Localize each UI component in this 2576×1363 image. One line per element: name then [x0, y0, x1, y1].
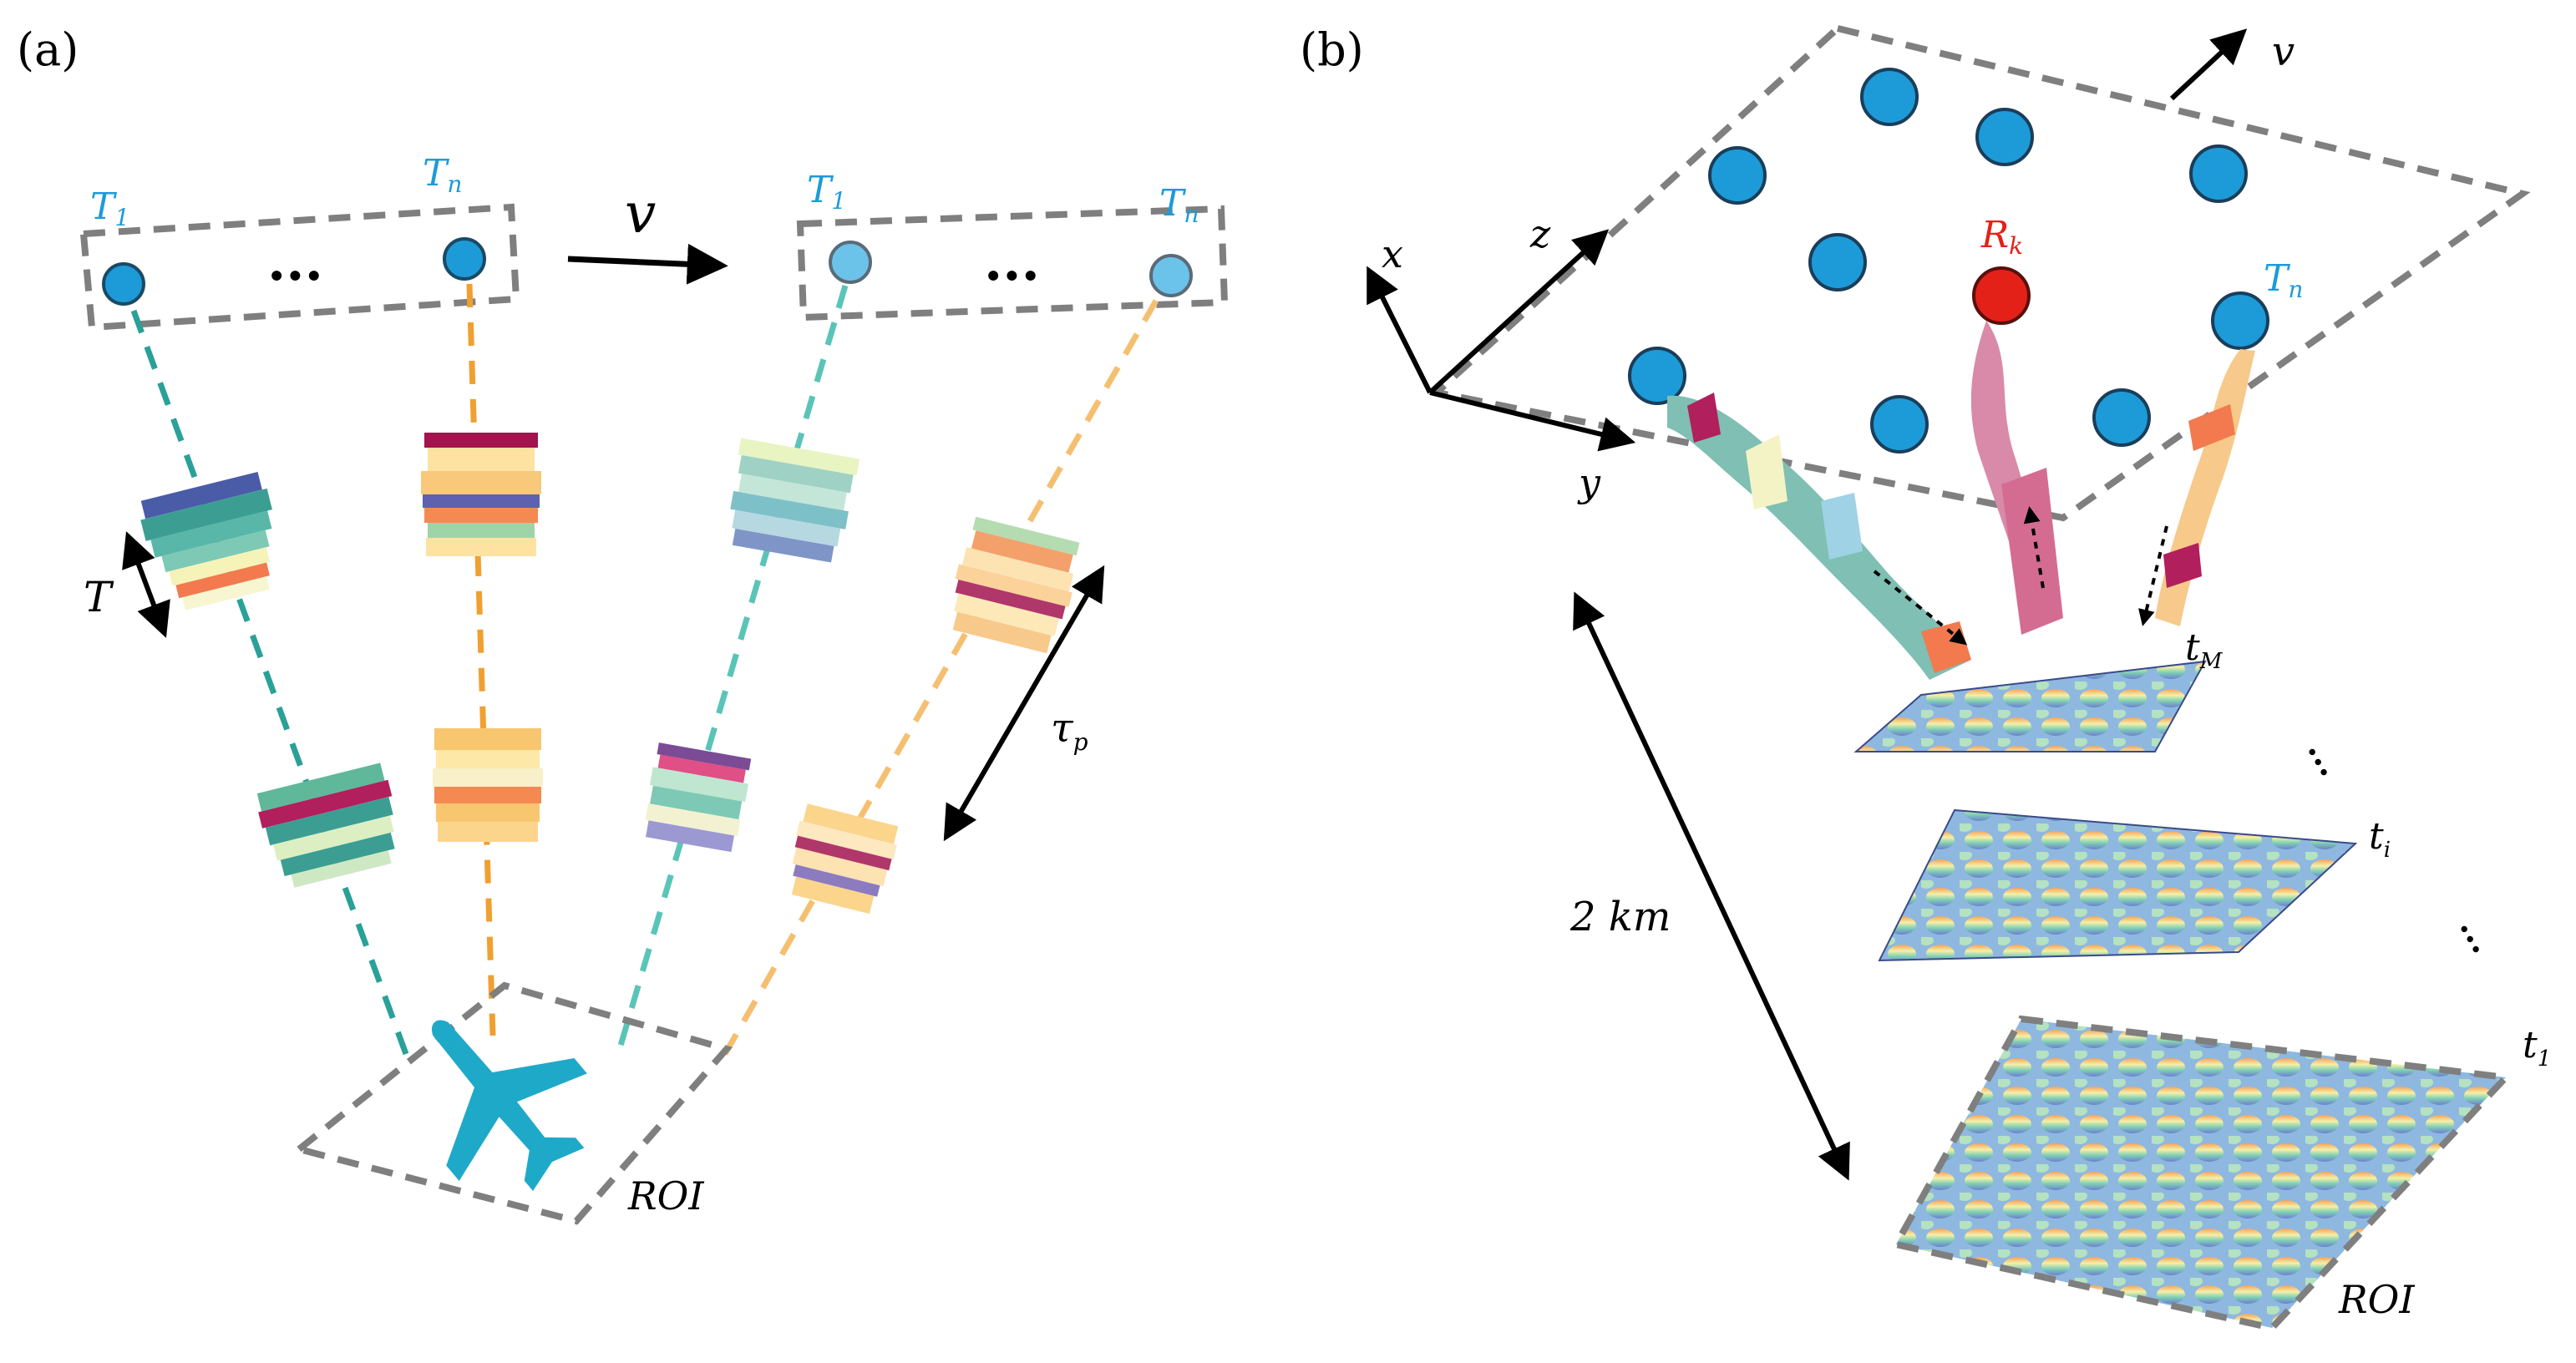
transmitter-group-left: ... T1 Tn — [79, 152, 520, 332]
receiver-rk — [1972, 266, 2031, 325]
aircraft-icon — [432, 1020, 587, 1191]
beam-path-t1-right — [615, 285, 849, 1055]
roi-region-a — [292, 981, 733, 1225]
velocity-label-b: v — [2272, 28, 2295, 75]
array-element — [1808, 233, 1867, 291]
delay-label: τp — [1051, 705, 1088, 756]
axis-z-label: z — [1529, 211, 1551, 256]
roi-label-b: ROI — [2338, 1277, 2415, 1322]
surface-t1 — [1896, 1019, 2506, 1328]
pulse-packet-8 — [791, 803, 899, 915]
pulse-packet-2 — [256, 763, 395, 888]
reflection-arrows — [1873, 506, 2168, 646]
array-element — [1628, 347, 1686, 405]
array-element — [2211, 291, 2269, 350]
transmitter-t1-left — [102, 262, 145, 306]
receiver-label: Rk — [1980, 214, 2023, 260]
time-label-ti: ti — [2369, 815, 2391, 863]
transmitter-group-right: ... T1 Tn — [796, 169, 1229, 322]
wave-beam-right — [2155, 349, 2255, 626]
distance-arrow — [1573, 591, 1850, 1181]
array-element — [2189, 144, 2248, 203]
transmitter-tn-left — [443, 237, 486, 281]
ellipsis-right: ... — [984, 231, 1040, 293]
period-label: T — [84, 573, 114, 621]
axis-x-arrow — [1367, 266, 1433, 394]
array-element — [1860, 68, 1919, 126]
ellipsis-upper: ... — [2300, 733, 2351, 783]
transmitter-t1-right — [829, 241, 872, 284]
pulse-packet-4 — [433, 728, 543, 842]
surface-ti — [1878, 808, 2358, 962]
beam-path-t1-left — [130, 309, 409, 1056]
beam-path-tn-right — [722, 299, 1159, 1056]
array-element — [1708, 146, 1767, 205]
pulse-packet-6 — [645, 742, 752, 853]
antenna-plane — [1429, 24, 2531, 522]
beam-paths-a — [130, 283, 1159, 1056]
pulse-packet-1 — [140, 471, 272, 611]
label-t1-right: T1 — [807, 169, 846, 215]
beam-path-tn-left — [466, 283, 496, 1036]
surface-tm — [1853, 660, 2207, 752]
panel-a-label: (a) — [17, 23, 79, 76]
velocity-arrow-a: v — [567, 181, 728, 285]
transmitter-array — [1628, 68, 2269, 453]
transmitter-tn-right — [1149, 254, 1193, 297]
ellipsis-left: ... — [267, 231, 323, 293]
ellipsis-lower: ... — [2452, 910, 2503, 960]
period-arrow — [122, 531, 170, 638]
panel-b-label: (b) — [1300, 23, 1364, 76]
time-label-t1: t1 — [2523, 1024, 2551, 1072]
time-label-tm: tM — [2185, 626, 2224, 674]
coordinate-axes: x z y — [1367, 211, 1636, 505]
velocity-label-a: v — [625, 181, 656, 246]
wave-beam-left — [1667, 393, 1971, 680]
velocity-arrow-b — [2169, 28, 2248, 101]
label-tn-right: Tn — [1159, 182, 1199, 228]
roi-label-a: ROI — [627, 1173, 704, 1219]
delay-arrow — [943, 565, 1105, 842]
array-element — [1975, 108, 2034, 166]
axis-y-arrow — [1429, 390, 1636, 452]
axis-x-label: x — [1382, 231, 1403, 276]
label-t1-left: T1 — [90, 185, 129, 231]
distance-label: 2 km — [1569, 894, 1671, 940]
pulse-packet-5 — [730, 438, 860, 563]
array-element — [2092, 388, 2151, 447]
wave-beam-center — [1970, 321, 2063, 635]
axis-y-label: y — [1577, 460, 1601, 505]
axis-z-arrow — [1427, 229, 1610, 395]
array-element — [1870, 395, 1929, 453]
pulse-packet-3 — [421, 433, 541, 556]
roi-region-b — [1890, 1015, 2513, 1332]
transmitter-label-b: Tn — [2264, 257, 2303, 303]
label-tn-left: Tn — [423, 152, 462, 198]
